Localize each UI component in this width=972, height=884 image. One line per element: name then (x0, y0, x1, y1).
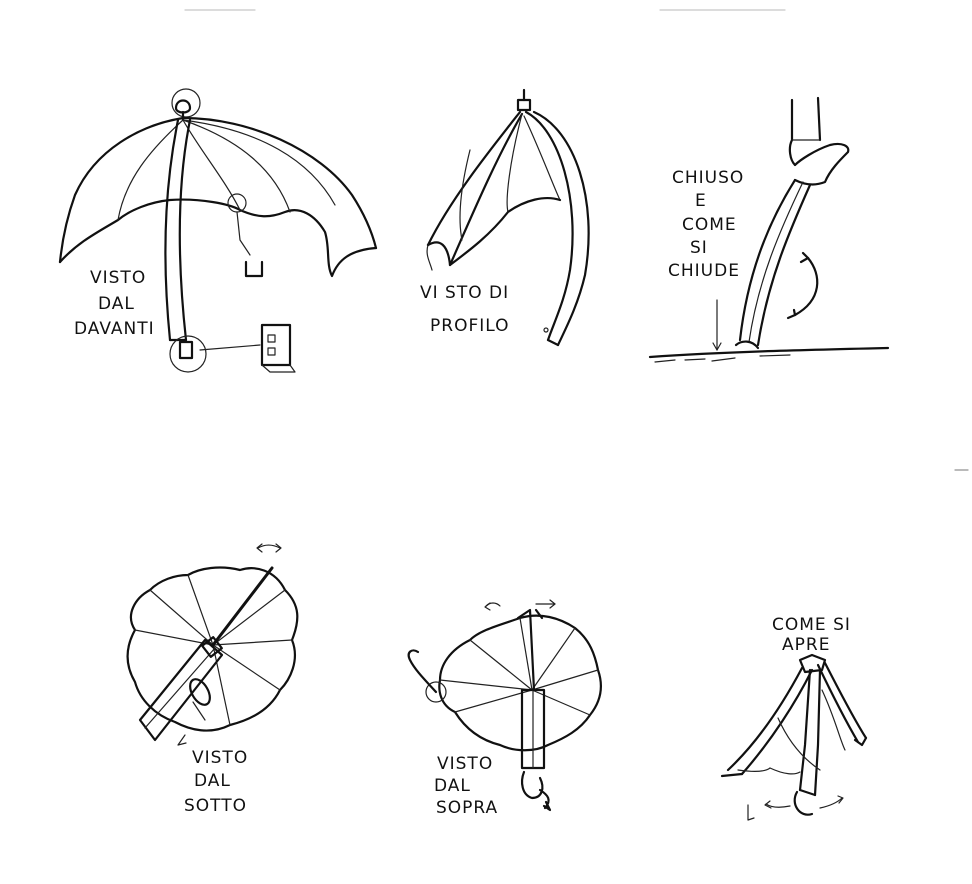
label-closed-view: CHIUSO E COME SI CHIUDE (668, 168, 744, 281)
umbrella-closed-view (648, 96, 890, 363)
label-above-line2: DAL (434, 776, 471, 796)
label-closed-line5: CHIUDE (668, 261, 740, 281)
umbrella-below-view (126, 543, 299, 746)
label-closed-line1: CHIUSO (672, 168, 744, 188)
label-profile-line2: PROFILO (430, 316, 509, 336)
label-opening-line1: COME SI (772, 615, 851, 635)
label-profile-view: VI STO DI PROFILO (420, 283, 509, 336)
label-above-line1: VISTO (437, 754, 493, 774)
umbrella-above-view (407, 599, 602, 812)
label-closed-line4: SI (690, 238, 708, 258)
umbrella-front-view (58, 88, 378, 373)
label-opening-line2: APRE (782, 635, 830, 655)
label-closed-line3: COME (682, 215, 737, 235)
label-front-line2: DAL (98, 294, 135, 314)
label-front-view: VISTO DAL DAVANTI (74, 268, 155, 339)
label-closed-line2: E (695, 191, 707, 211)
label-opening-view: COME SI APRE (772, 615, 851, 655)
label-front-line1: VISTO (90, 268, 146, 288)
umbrella-opening-view (720, 653, 868, 821)
label-above-line3: SOPRA (436, 798, 498, 818)
label-below-line2: DAL (194, 771, 231, 791)
label-profile-line1: VI STO DI (420, 283, 509, 303)
scan-marks (184, 9, 969, 471)
label-above-view: VISTO DAL SOPRA (434, 754, 498, 818)
label-front-line3: DAVANTI (74, 319, 155, 339)
label-below-line1: VISTO (192, 748, 248, 768)
label-below-view: VISTO DAL SOTTO (184, 748, 248, 816)
umbrella-profile-view (426, 88, 590, 347)
label-below-line3: SOTTO (184, 796, 247, 816)
